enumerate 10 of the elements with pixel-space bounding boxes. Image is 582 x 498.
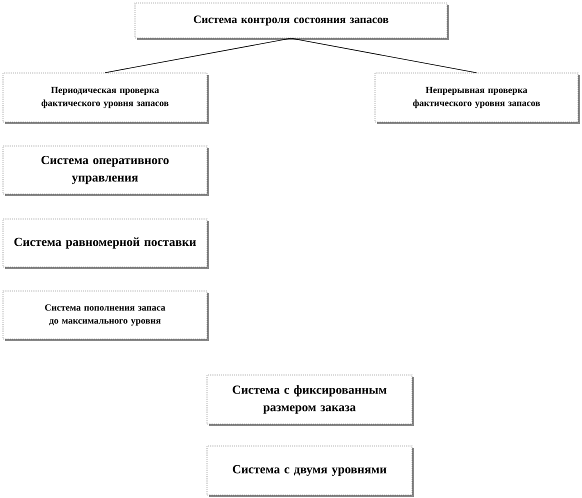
connector-line: [104, 38, 292, 74]
process-box: Система пополнения запаса до максимального уровня: [2, 290, 209, 341]
process-box: Периодическая проверка фактического уровня запасов: [2, 72, 209, 124]
process-box: Система с фиксированным размером заказа: [206, 374, 414, 426]
process-box: Непрерывная проверка фактического уровня запасов: [374, 72, 580, 124]
process-box: Система оперативного управления: [2, 146, 209, 196]
process-box: Система контроля состояния запасов: [134, 2, 449, 40]
process-box: Система с двумя уровнями: [206, 446, 414, 497]
connector-line: [290, 38, 477, 74]
process-box: Система равномерной поставки: [2, 218, 209, 269]
